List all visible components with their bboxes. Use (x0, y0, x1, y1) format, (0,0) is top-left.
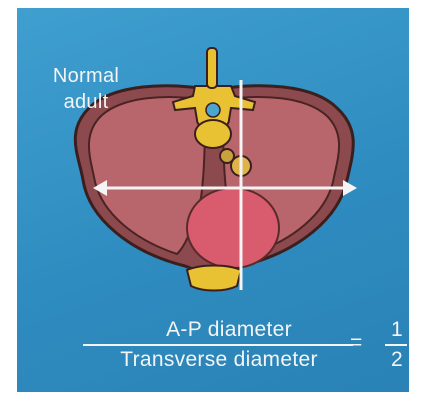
ratio-value-fraction-bar (385, 344, 407, 346)
esophagus (220, 149, 234, 163)
label-normal: Normal (31, 64, 141, 88)
vertebral-body (195, 120, 231, 148)
sternum (187, 266, 241, 291)
ratio-numerator: A-P diameter (107, 318, 351, 342)
ratio-denominator: Transverse diameter (79, 348, 359, 372)
ratio-fraction-bar (83, 344, 353, 346)
equals-sign: = (350, 331, 363, 355)
spinal-canal (206, 103, 220, 117)
spinous-process (207, 48, 217, 88)
transverse-right-arrowhead (343, 180, 357, 196)
label-adult: adult (31, 90, 141, 114)
ratio-value-numerator: 1 (387, 318, 407, 342)
ratio-value-denominator: 2 (387, 348, 407, 372)
heart (187, 188, 279, 268)
chest-cross-section-panel: Normal adult A-P diameter Transverse dia… (17, 8, 409, 392)
